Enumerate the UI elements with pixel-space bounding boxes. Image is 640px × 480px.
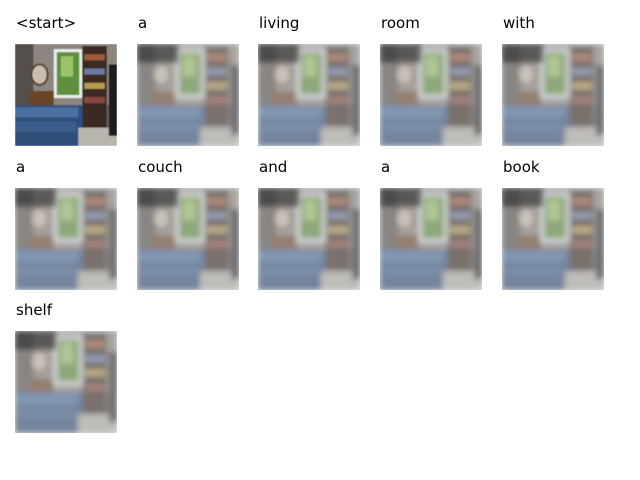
token-label: a	[381, 158, 391, 176]
token-label: shelf	[16, 301, 52, 319]
token-label: <start>	[16, 14, 77, 32]
attention-map-image	[258, 44, 360, 146]
attention-map-image	[502, 188, 604, 290]
attention-map-image	[137, 44, 239, 146]
token-label: living	[259, 14, 300, 32]
token-label: and	[259, 158, 288, 176]
attention-map-image	[15, 331, 117, 433]
attention-map-image	[137, 188, 239, 290]
token-label: book	[503, 158, 540, 176]
attention-map-image	[380, 188, 482, 290]
token-label: couch	[138, 158, 183, 176]
attention-map-image	[258, 188, 360, 290]
token-label: a	[138, 14, 148, 32]
attention-map-image	[380, 44, 482, 146]
token-label: room	[381, 14, 420, 32]
attention-map-image	[15, 188, 117, 290]
source-image	[15, 44, 117, 146]
attention-map-image	[502, 44, 604, 146]
token-label: a	[16, 158, 26, 176]
token-label: with	[503, 14, 535, 32]
